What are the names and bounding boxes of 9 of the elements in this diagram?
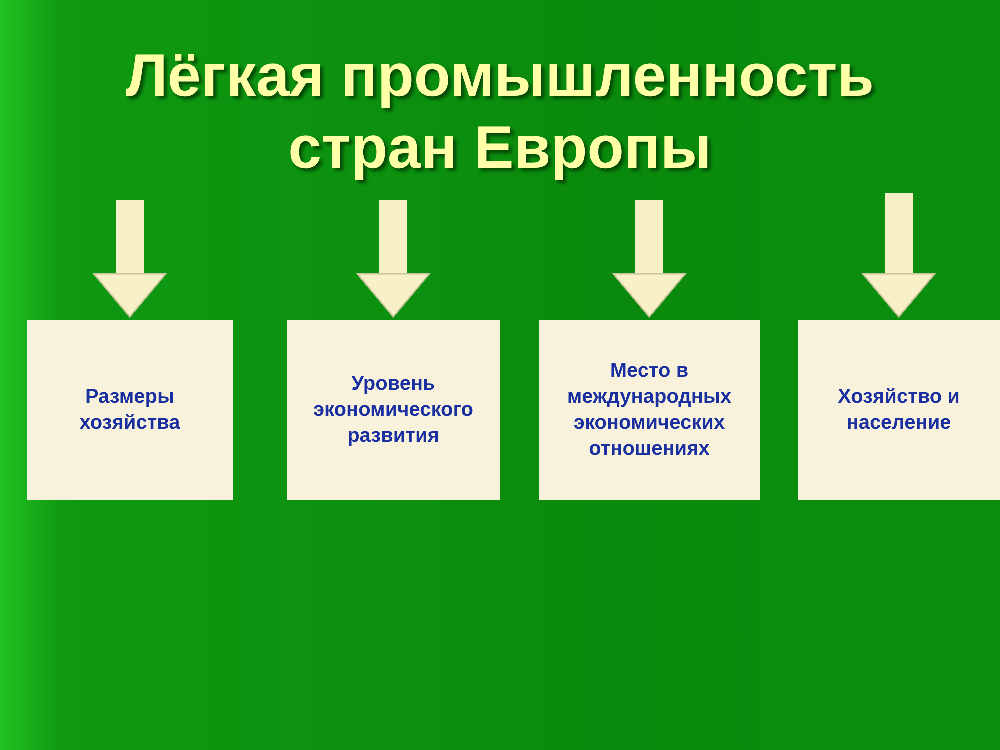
- block-arrow: [93, 200, 167, 318]
- text-box: Хозяйство и население: [798, 320, 1000, 500]
- text-box: Место в международных экономических отношениях: [539, 320, 760, 500]
- title: Лёгкая промышленность стран Европы: [124, 41, 876, 183]
- block-arrow: [612, 200, 686, 318]
- block-arrow: [862, 193, 936, 318]
- text-box: Размеры хозяйства: [27, 320, 233, 500]
- text-box: Уровень экономического развития: [287, 320, 500, 500]
- block-arrow: [356, 200, 430, 318]
